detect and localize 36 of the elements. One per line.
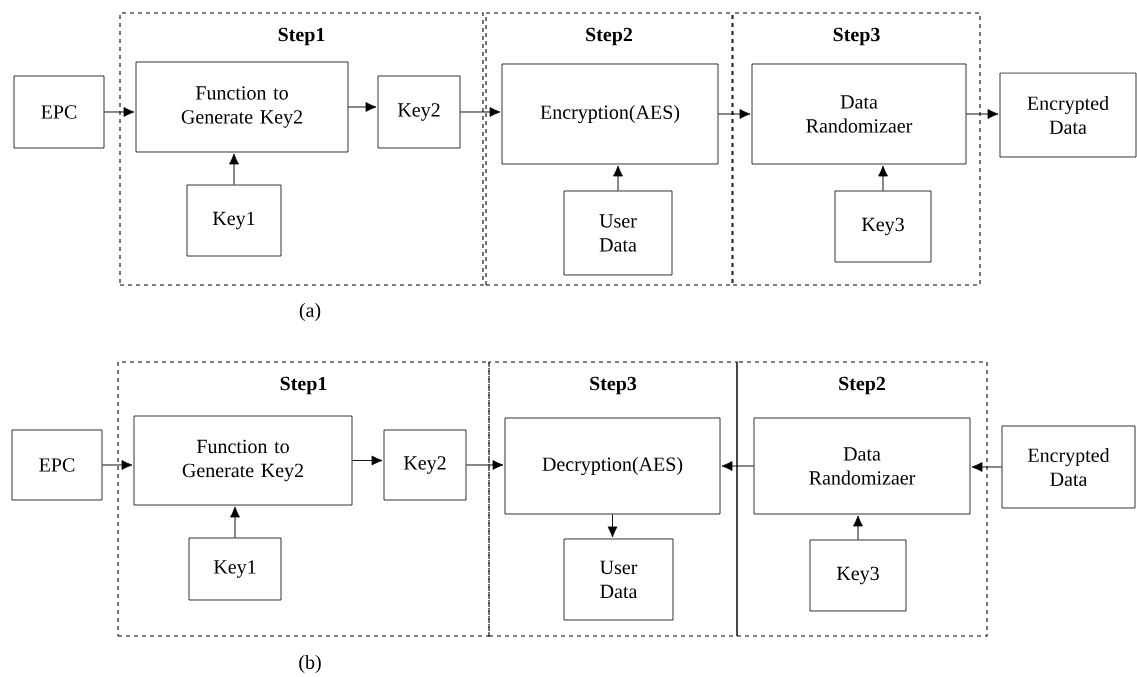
- arrow: [465, 460, 504, 470]
- process-box: Function to Generate Key2: [135, 61, 349, 153]
- arrow: [103, 107, 135, 117]
- arrow: [459, 107, 501, 117]
- process-box: Key2: [377, 75, 461, 149]
- process-box: Key2: [383, 429, 467, 501]
- process-box: Key1: [188, 537, 282, 601]
- arrow: [717, 109, 751, 119]
- process-box: Key1: [186, 184, 282, 257]
- subfigure-label: (a): [299, 302, 321, 322]
- arrow: [607, 513, 618, 538]
- arrow: [230, 506, 240, 539]
- process-box: User Data: [563, 538, 674, 621]
- process-box: Key3: [834, 190, 932, 263]
- arrow: [347, 102, 377, 112]
- process-box: Decryption(AES): [504, 417, 721, 515]
- process-box: Encrypted Data: [999, 72, 1137, 158]
- arrow: [853, 515, 863, 541]
- process-box: Encrypted Data: [1001, 425, 1136, 509]
- process-box: Encryption(AES): [501, 63, 719, 165]
- arrow: [965, 109, 999, 119]
- process-box: EPC: [13, 75, 105, 149]
- process-box: Data Randomizaer: [751, 63, 967, 165]
- process-box: EPC: [11, 429, 103, 501]
- subfigure-label: (b): [299, 654, 321, 674]
- arrow: [101, 460, 133, 470]
- arrow: [721, 461, 755, 471]
- arrow: [971, 462, 1003, 472]
- process-box: Key3: [809, 539, 907, 612]
- process-box: User Data: [563, 190, 673, 276]
- process-box: Function to Generate Key2: [133, 415, 353, 506]
- arrow: [229, 153, 239, 186]
- arrow: [878, 165, 888, 192]
- process-box: Data Randomizaer: [753, 417, 971, 515]
- arrow: [613, 165, 623, 192]
- arrow: [351, 455, 383, 466]
